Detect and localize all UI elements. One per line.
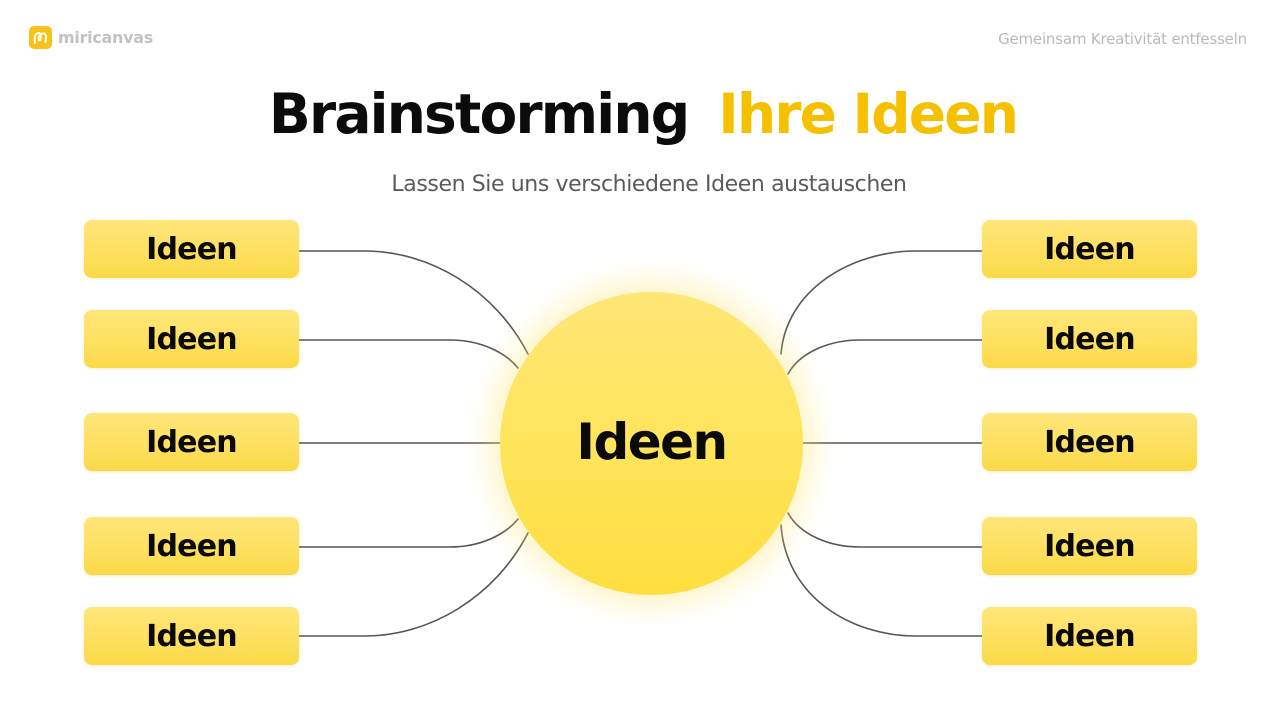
- idea-node-right-2[interactable]: Ideen: [982, 310, 1197, 368]
- idea-node-left-3[interactable]: Ideen: [84, 413, 299, 471]
- idea-label: Ideen: [1044, 321, 1136, 357]
- idea-node-left-2[interactable]: Ideen: [84, 310, 299, 368]
- idea-node-right-5[interactable]: Ideen: [982, 607, 1197, 665]
- idea-node-right-3[interactable]: Ideen: [982, 413, 1197, 471]
- idea-label: Ideen: [1044, 424, 1136, 460]
- tagline: Gemeinsam Kreativität entfesseln: [998, 30, 1247, 48]
- central-idea-node[interactable]: Ideen: [500, 292, 803, 595]
- title-part-1: Brainstorming: [268, 82, 690, 146]
- idea-node-right-1[interactable]: Ideen: [982, 220, 1197, 278]
- idea-node-left-1[interactable]: Ideen: [84, 220, 299, 278]
- idea-label: Ideen: [146, 618, 238, 654]
- page-title: Brainstorming Ihre Ideen: [0, 82, 1280, 146]
- idea-label: Ideen: [1044, 528, 1136, 564]
- idea-node-left-4[interactable]: Ideen: [84, 517, 299, 575]
- subtitle: Lassen Sie uns verschiedene Ideen austau…: [391, 172, 907, 197]
- brand-logo: miricanvas: [29, 26, 153, 49]
- idea-label: Ideen: [146, 528, 238, 564]
- idea-label: Ideen: [146, 231, 238, 267]
- idea-label: Ideen: [1044, 231, 1136, 267]
- idea-label: Ideen: [146, 321, 238, 357]
- idea-node-left-5[interactable]: Ideen: [84, 607, 299, 665]
- idea-label: Ideen: [1044, 618, 1136, 654]
- idea-label: Ideen: [146, 424, 238, 460]
- brand-name: miricanvas: [58, 28, 153, 47]
- miricanvas-logo-icon: [29, 26, 52, 49]
- central-idea-label: Ideen: [576, 412, 728, 471]
- connector-right-1: [780, 250, 983, 355]
- title-part-2-highlight: Ihre Ideen: [718, 82, 1019, 146]
- idea-node-right-4[interactable]: Ideen: [982, 517, 1197, 575]
